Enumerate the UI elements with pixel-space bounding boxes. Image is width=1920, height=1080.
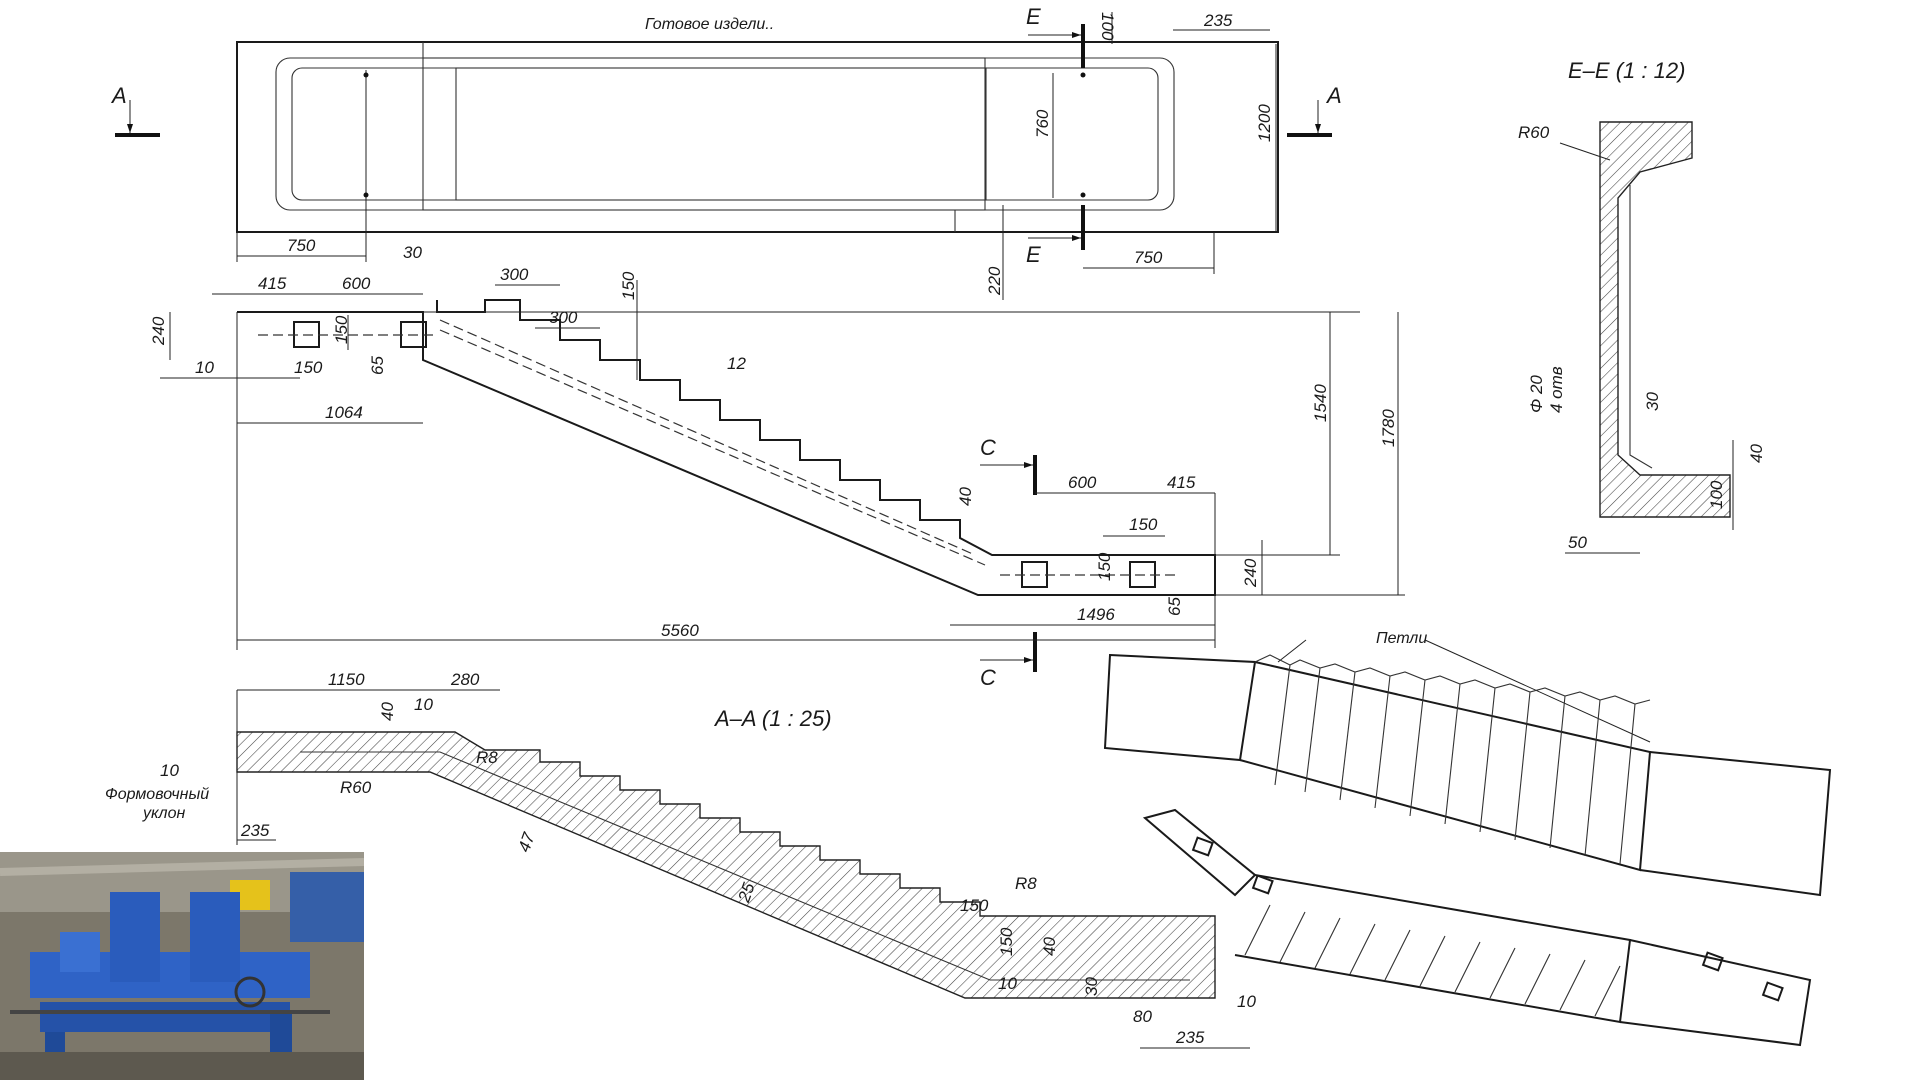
aa-dim-280: 280 bbox=[450, 670, 480, 689]
elev-dim-415-top: 415 bbox=[258, 274, 287, 293]
elevation-view: C C 415 600 300 300 150 240 150 10 150 6… bbox=[149, 265, 1405, 690]
draft-label-2: уклон bbox=[142, 805, 185, 822]
cut-c-bottom: C bbox=[980, 665, 996, 690]
plan-dim-750-right: 750 bbox=[1134, 248, 1163, 267]
ee-r60: R60 bbox=[1518, 123, 1550, 142]
elev-dim-150-bottom-sq: 150 bbox=[1129, 515, 1158, 534]
elev-dim-150-left: 150 bbox=[332, 315, 351, 344]
aa-dim-80: 80 bbox=[1133, 1007, 1152, 1026]
aa-dim-40-a: 40 bbox=[378, 702, 397, 721]
plan-dim-220: 220 bbox=[985, 266, 1004, 296]
aa-dim-40-b: 40 bbox=[1040, 937, 1059, 956]
elev-dim-240-right: 240 bbox=[1241, 558, 1260, 588]
hole-label-1: Φ 20 bbox=[1527, 375, 1546, 413]
aa-dim-1150: 1150 bbox=[328, 670, 365, 689]
plan-dim-750-left: 750 bbox=[287, 236, 316, 255]
cut-e-bottom: E bbox=[1026, 242, 1041, 267]
elev-dim-65-right: 65 bbox=[1165, 597, 1184, 616]
elev-dim-5560: 5560 bbox=[661, 621, 699, 640]
ee-dim-30: 30 bbox=[1643, 392, 1662, 411]
section-aa: A–A (1 : 25) 1150 280 40 10 10 R60 R8 Фо… bbox=[105, 670, 1256, 1049]
loops-label: Петли bbox=[1376, 630, 1427, 647]
aa-dim-10-right: 10 bbox=[1237, 992, 1256, 1011]
elev-dim-150-sq: 150 bbox=[294, 358, 323, 377]
elev-dim-240-left: 240 bbox=[149, 316, 168, 346]
section-ee-title: E–E (1 : 12) bbox=[1568, 58, 1685, 83]
cut-c-top: C bbox=[980, 435, 996, 460]
elev-dim-300-a: 300 bbox=[500, 265, 529, 284]
elev-dim-65-left: 65 bbox=[368, 356, 387, 375]
draft-label-1: Формовочный bbox=[105, 786, 209, 803]
elev-dim-150-bottom-v: 150 bbox=[1095, 552, 1114, 581]
plan-dim-1200: 1200 bbox=[1255, 104, 1274, 142]
plan-dim-235: 235 bbox=[1203, 11, 1233, 30]
elev-dim-600-bottom: 600 bbox=[1068, 473, 1097, 492]
plan-view: Готовое издели.. A A E E 100 235 760 120… bbox=[110, 4, 1342, 300]
elev-dim-600-top: 600 bbox=[342, 274, 371, 293]
elev-dim-1064: 1064 bbox=[325, 403, 363, 422]
isometric-bottom bbox=[1142, 808, 1812, 1047]
cut-e-top: E bbox=[1026, 4, 1041, 29]
elev-dim-1780: 1780 bbox=[1379, 409, 1398, 447]
elev-dim-300-b: 300 bbox=[549, 308, 578, 327]
ee-dim-100: 100 bbox=[1707, 480, 1726, 509]
aa-r8-bottom: R8 bbox=[1015, 874, 1037, 893]
plan-note: Готовое издели.. bbox=[645, 16, 774, 33]
aa-dim-150-a: 150 bbox=[960, 896, 989, 915]
aa-r60: R60 bbox=[340, 778, 372, 797]
aa-dim-30: 30 bbox=[1082, 977, 1101, 996]
elev-dim-10-left: 10 bbox=[195, 358, 214, 377]
plan-dim-100: 100 bbox=[1098, 12, 1117, 41]
aa-dim-150-b: 150 bbox=[997, 927, 1016, 956]
elev-dim-1496: 1496 bbox=[1077, 605, 1115, 624]
plan-dim-760: 760 bbox=[1033, 109, 1052, 138]
section-aa-title: A–A (1 : 25) bbox=[713, 706, 832, 731]
hole-label-2: 4 отв bbox=[1547, 366, 1566, 413]
aa-dim-10-b: 10 bbox=[998, 974, 1017, 993]
elev-dim-1540: 1540 bbox=[1311, 384, 1330, 422]
ee-dim-50: 50 bbox=[1568, 533, 1587, 552]
mold-photo-illustration bbox=[0, 852, 364, 1080]
aa-dim-235-right: 235 bbox=[1175, 1028, 1205, 1047]
elev-dim-415-bottom: 415 bbox=[1167, 473, 1196, 492]
aa-dim-47: 47 bbox=[514, 830, 539, 855]
ee-dim-40: 40 bbox=[1747, 444, 1766, 463]
plan-dim-30: 30 bbox=[403, 243, 422, 262]
aa-dim-10-a: 10 bbox=[414, 695, 433, 714]
aa-dim-10-left: 10 bbox=[160, 761, 179, 780]
isometric-top: Петли bbox=[1103, 630, 1832, 897]
cut-a-left: A bbox=[110, 83, 127, 108]
elev-dim-40-mid: 40 bbox=[956, 487, 975, 506]
section-ee: E–E (1 : 12) R60 Φ 20 4 отв 30 40 100 50 bbox=[1518, 58, 1766, 554]
aa-dim-235-left: 235 bbox=[240, 821, 270, 840]
elev-dim-150-step: 150 bbox=[619, 271, 638, 300]
mold-equipment-photo bbox=[0, 852, 364, 1080]
cut-a-right: A bbox=[1325, 83, 1342, 108]
elev-dim-12: 12 bbox=[727, 354, 746, 373]
aa-r8-top: R8 bbox=[476, 748, 498, 767]
